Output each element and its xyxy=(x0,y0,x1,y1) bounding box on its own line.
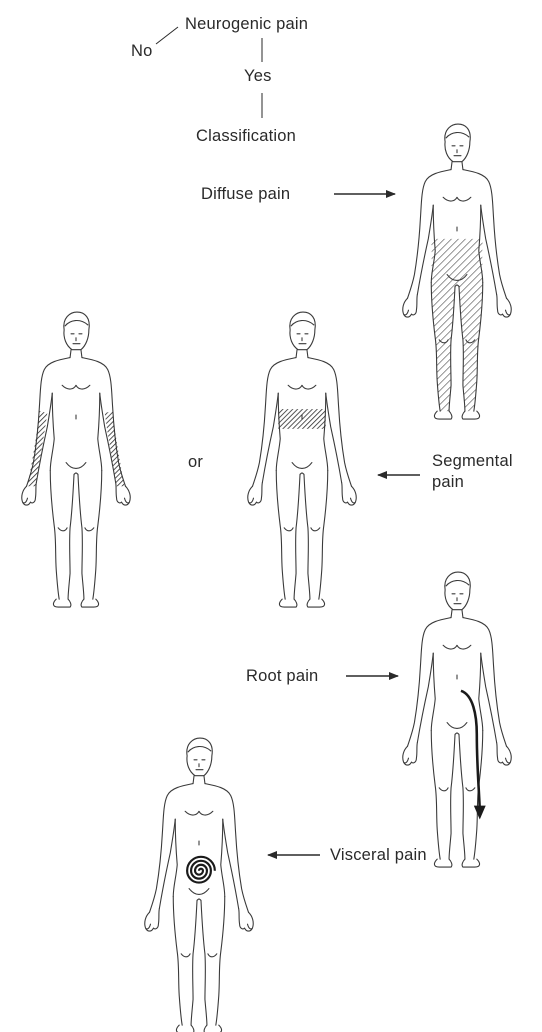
visceral-spiral xyxy=(187,857,215,883)
segmental-pain-figure-forearms xyxy=(22,312,130,607)
root-pain-radiating-line xyxy=(461,691,480,810)
segmental-pain-figure-band xyxy=(248,312,356,607)
diffuse-pain-figure xyxy=(403,124,511,419)
visceral-pain-figure xyxy=(145,738,253,1032)
diffuse-hatched-region xyxy=(431,239,482,411)
waist-band-hatch xyxy=(278,409,326,429)
no-branch-line xyxy=(156,27,178,44)
root-pain-figure xyxy=(403,572,511,867)
root-pain-arrowhead xyxy=(474,806,486,820)
